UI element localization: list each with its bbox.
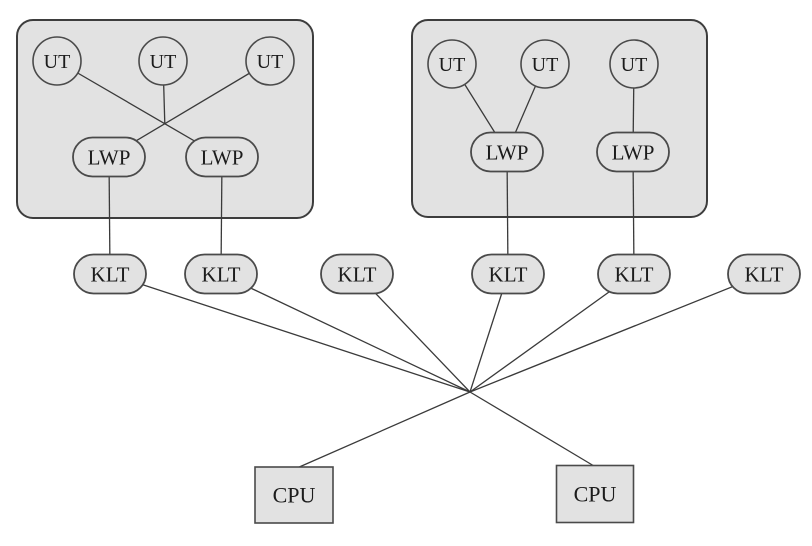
node-ut: UT [609,39,659,89]
node-klt: KLT [184,253,258,295]
edge-line [220,273,471,393]
node-klt-shape [471,253,545,295]
node-lwp: LWP [596,131,670,173]
node-klt: KLT [597,253,671,295]
node-cpu-shape [555,464,635,524]
edge-line [469,273,765,393]
node-klt-shape [320,253,394,295]
node-klt: KLT [471,253,545,295]
node-ut-shape [609,39,659,89]
node-ut-shape [32,36,82,86]
node-klt: KLT [73,253,147,295]
node-klt-shape [184,253,258,295]
node-ut-shape [245,36,295,86]
node-lwp-shape [72,136,146,178]
node-lwp: LWP [72,136,146,178]
node-lwp: LWP [470,131,544,173]
node-klt-shape [597,253,671,295]
node-klt: KLT [727,253,801,295]
node-lwp-shape [185,136,259,178]
edge-line [469,273,635,393]
node-ut-shape [138,36,188,86]
node-cpu: CPU [555,464,635,524]
edge-line [296,391,471,469]
node-klt: KLT [320,253,394,295]
edge-line [109,273,471,393]
node-ut-shape [520,39,570,89]
node-lwp-shape [470,131,544,173]
node-ut-shape [427,39,477,89]
node-ut: UT [427,39,477,89]
edge-line [469,391,595,467]
node-klt-shape [727,253,801,295]
node-ut: UT [138,36,188,86]
node-klt-shape [73,253,147,295]
node-lwp-shape [596,131,670,173]
node-lwp: LWP [185,136,259,178]
node-cpu: CPU [254,466,334,524]
node-ut: UT [32,36,82,86]
node-cpu-shape [254,466,334,524]
node-ut: UT [245,36,295,86]
node-ut: UT [520,39,570,89]
